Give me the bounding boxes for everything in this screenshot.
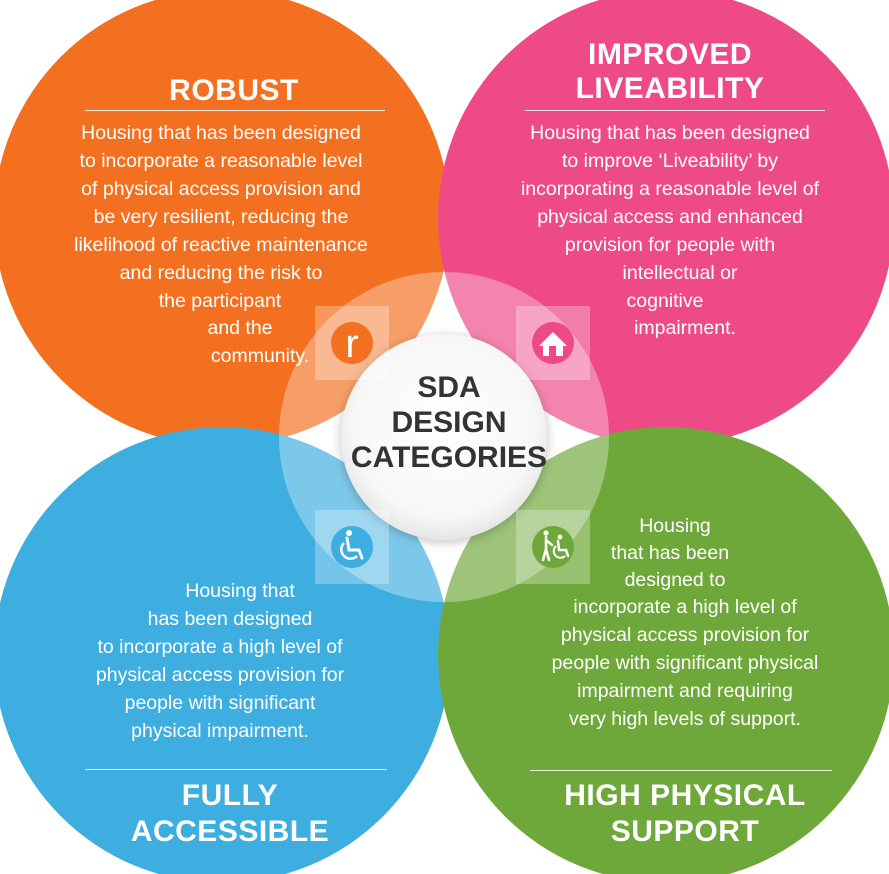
- robust-line: the participant: [158, 290, 282, 312]
- robust-title: ROBUST: [169, 74, 299, 107]
- improved-liveability-divider: [525, 110, 825, 111]
- improved-liveability-line: physical access and enhanced: [537, 206, 803, 228]
- high-physical-support-title-line2: SUPPORT: [610, 815, 760, 848]
- fully-accessible-line: physical impairment.: [131, 720, 309, 742]
- center-title-line2: DESIGN: [391, 406, 507, 439]
- house-icon: [516, 306, 590, 380]
- improved-liveability-title-line1: IMPROVED: [587, 38, 753, 71]
- fully-accessible-title-line1: FULLY: [181, 779, 279, 812]
- center-disc: [341, 334, 547, 540]
- r-letter-icon: r: [315, 306, 389, 380]
- high-physical-support-line: impairment and requiring: [577, 680, 793, 702]
- robust-line: and reducing the risk to: [119, 262, 323, 284]
- robust-line: to incorporate a reasonable level: [79, 150, 363, 172]
- center-title-line3: CATEGORIES: [350, 441, 548, 474]
- high-physical-support-title-line1: HIGH PHYSICAL: [564, 779, 806, 812]
- center-title-line1: SDA: [417, 371, 481, 404]
- robust-divider: [85, 110, 385, 111]
- robust-line: community.: [210, 345, 310, 367]
- improved-liveability-line: cognitive: [626, 290, 704, 312]
- high-physical-support-line: people with significant physical: [551, 652, 819, 674]
- high-physical-support-line: that has been: [610, 542, 730, 564]
- high-physical-support-line: physical access provision for: [560, 624, 810, 646]
- high-physical-support-line: incorporate a high level of: [573, 596, 797, 618]
- fully-accessible-line: people with significant: [124, 692, 316, 714]
- carer-wheelchair-icon: [516, 510, 590, 584]
- wheelchair-icon: [315, 510, 389, 584]
- high-physical-support-line: designed to: [624, 569, 726, 591]
- improved-liveability-line: to improve ‘Liveability’ by: [561, 150, 779, 172]
- robust-line: likelihood of reactive maintenance: [74, 234, 368, 256]
- improved-liveability-title-line2: LIVEABILITY: [575, 72, 765, 105]
- improved-liveability-line: Housing that has been designed: [530, 122, 810, 144]
- fully-accessible-line: to incorporate a high level of: [97, 636, 343, 658]
- improved-liveability-line: impairment.: [634, 317, 736, 339]
- svg-text:r: r: [345, 322, 358, 366]
- improved-liveability-line: incorporating a reasonable level of: [520, 178, 820, 200]
- fully-accessible-divider: [85, 769, 387, 770]
- robust-line: and the: [207, 317, 273, 339]
- center-title: SDA DESIGN CATEGORIES: [334, 370, 564, 475]
- robust-line: Housing that has been designed: [81, 122, 361, 144]
- fully-accessible-line: physical access provision for: [95, 664, 345, 686]
- improved-liveability-line: intellectual or: [622, 262, 738, 284]
- robust-line: of physical access provision and: [81, 178, 361, 200]
- fully-accessible-title-line2: ACCESSIBLE: [130, 815, 330, 848]
- improved-liveability-line: provision for people with: [564, 234, 776, 256]
- high-physical-support-line: very high levels of support.: [569, 708, 801, 730]
- fully-accessible-line: has been designed: [147, 608, 313, 630]
- high-physical-support-divider: [530, 770, 832, 771]
- robust-line: be very resilient, reducing the: [93, 206, 349, 228]
- fully-accessible-line: Housing that: [185, 580, 295, 602]
- high-physical-support-line: Housing: [639, 515, 711, 537]
